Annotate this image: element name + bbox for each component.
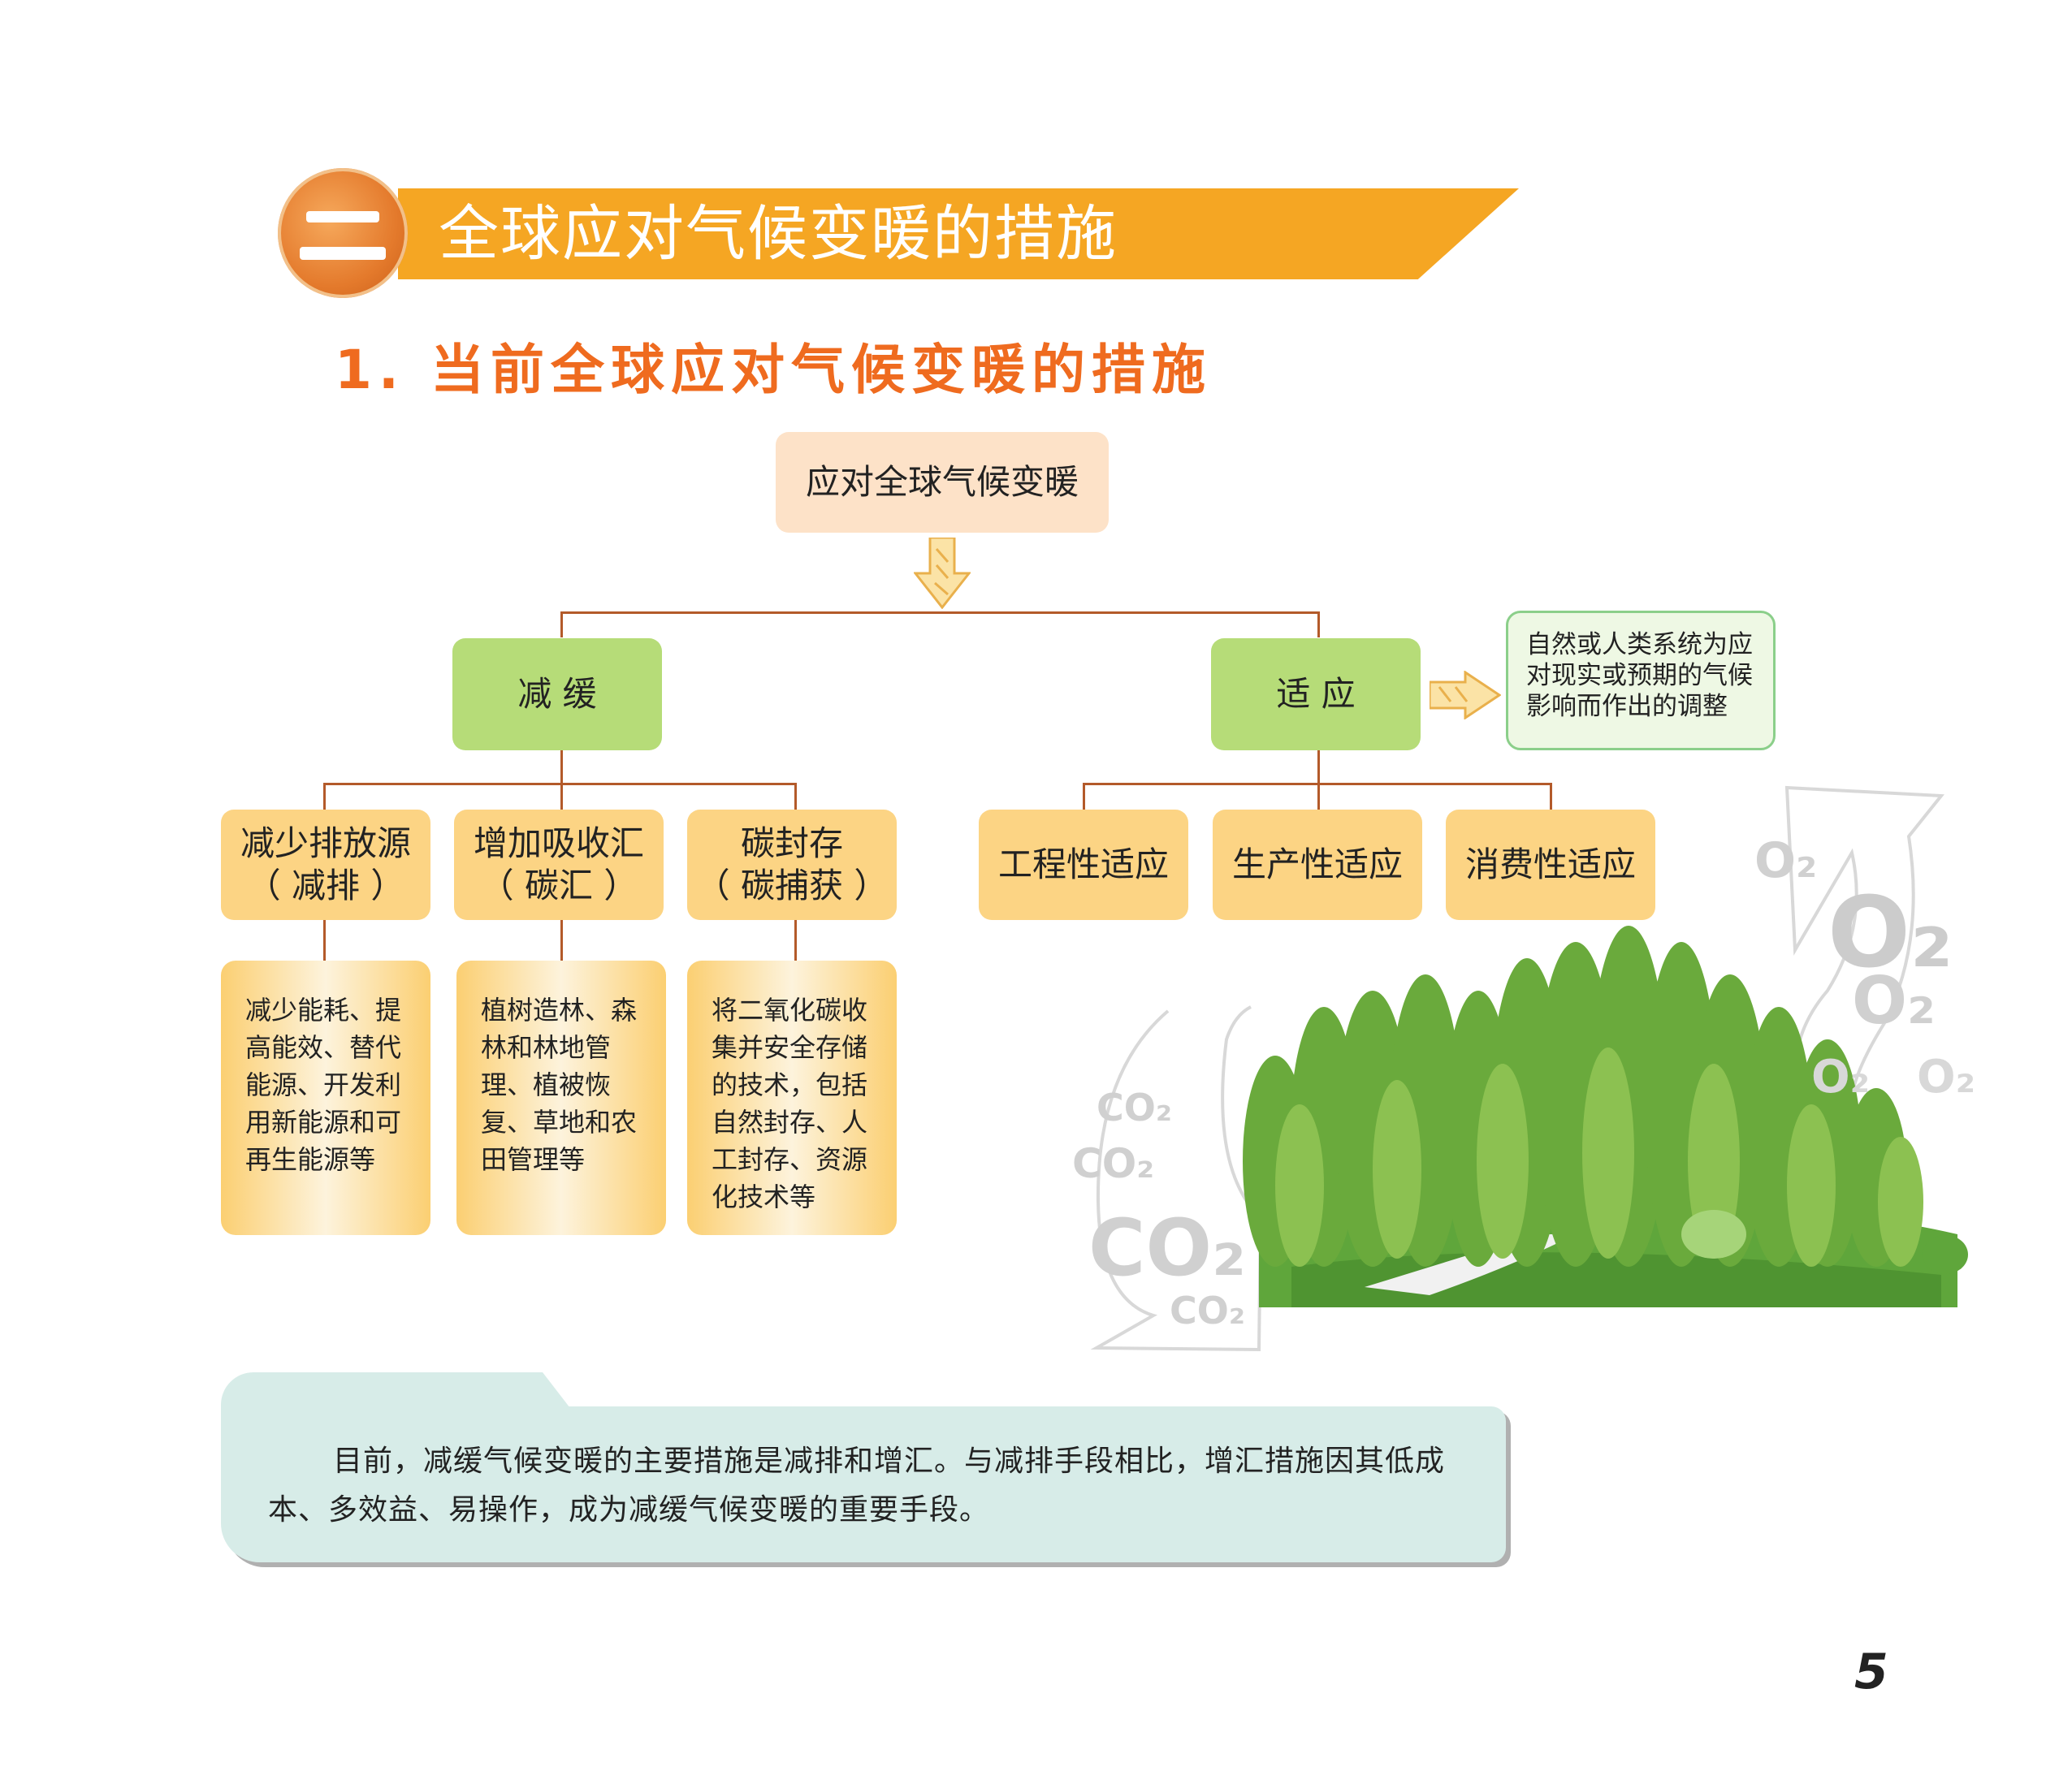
connector [1317, 750, 1320, 784]
co2-label: CO₂ [1097, 1086, 1172, 1130]
connector [560, 750, 563, 784]
chapter-badge [278, 168, 408, 298]
carbon-storage-node: 碳封存 （ 碳捕获 ） [687, 810, 897, 920]
node-title: 碳封存 [740, 823, 843, 863]
connector [1083, 783, 1085, 810]
increase-sink-node: 增加吸收汇 （ 碳汇 ） [454, 810, 664, 920]
o2-label: O₂ [1811, 1051, 1870, 1104]
connector [323, 783, 797, 785]
chapter-two-badge-icon [300, 211, 386, 260]
reduce-emission-detail: 减少能耗、提高能效、替代能源、开发利用新能源和可再生能源等 [221, 961, 430, 1235]
connector [1550, 783, 1552, 810]
root-node: 应对全球气候变暖 [776, 432, 1109, 533]
note-text: 目前，减缓气候变暖的主要措施是减排和增汇。与减排手段相比，增汇措施因其低成本、多… [268, 1437, 1478, 1535]
connector [794, 783, 797, 810]
node-title: 减少排放源 [240, 823, 411, 863]
engineering-adaptation-node: 工程性适应 [979, 810, 1188, 920]
co2-label: CO₂ [1170, 1289, 1245, 1333]
right-arrow-icon [1430, 671, 1501, 719]
o2-label: O₂ [1917, 1051, 1975, 1104]
page-number: 5 [1854, 1644, 1888, 1700]
co2-label: CO₂ [1072, 1140, 1154, 1187]
connector [560, 920, 563, 961]
node-subtitle: （ 减排 ） [246, 866, 405, 905]
connector [1317, 783, 1320, 810]
adaptation-definition: 自然或人类系统为应对现实或预期的气候影响而作出的调整 [1506, 611, 1776, 750]
o2-label: O₂ [1828, 877, 1953, 990]
note-paragraph: 目前，减缓气候变暖的主要措施是减排和增汇。与减排手段相比，增汇措施因其低成本、多… [268, 1445, 1446, 1527]
connector [323, 920, 326, 961]
connector [560, 611, 563, 637]
connector [794, 920, 797, 961]
reduce-emission-node: 减少排放源 （ 减排 ） [221, 810, 430, 920]
co2-label: CO₂ [1088, 1203, 1246, 1294]
connector [323, 783, 326, 810]
connector [1317, 611, 1320, 637]
section-subtitle: 1. 当前全球应对气候变暖的措施 [335, 339, 1212, 401]
node-title: 增加吸收汇 [473, 823, 644, 863]
page-title: 全球应对气候变暖的措施 [439, 199, 1118, 269]
increase-sink-detail: 植树造林、森林和林地管理、植被恢复、草地和农田管理等 [456, 961, 666, 1235]
o2-label: O₂ [1754, 832, 1817, 889]
title-banner [398, 188, 1519, 279]
carbon-storage-detail: 将二氧化碳收集并安全存储的技术，包括自然封存、人工封存、资源化技术等 [687, 961, 897, 1235]
forest-illustration: CO₂ CO₂ CO₂ CO₂ O₂ O₂ O₂ O₂ O₂ [1072, 785, 1975, 1352]
connector [560, 783, 563, 810]
adaptation-node: 适 应 [1211, 638, 1421, 750]
mitigation-node: 减 缓 [452, 638, 662, 750]
o2-label: O₂ [1852, 963, 1936, 1039]
note-box [221, 1406, 1506, 1562]
production-adaptation-node: 生产性适应 [1213, 810, 1422, 920]
node-subtitle: （ 碳汇 ） [479, 866, 638, 905]
consumption-adaptation-node: 消费性适应 [1446, 810, 1655, 920]
down-arrow-icon [914, 538, 971, 609]
node-subtitle: （ 碳捕获 ） [695, 866, 889, 905]
connector [560, 611, 1320, 614]
